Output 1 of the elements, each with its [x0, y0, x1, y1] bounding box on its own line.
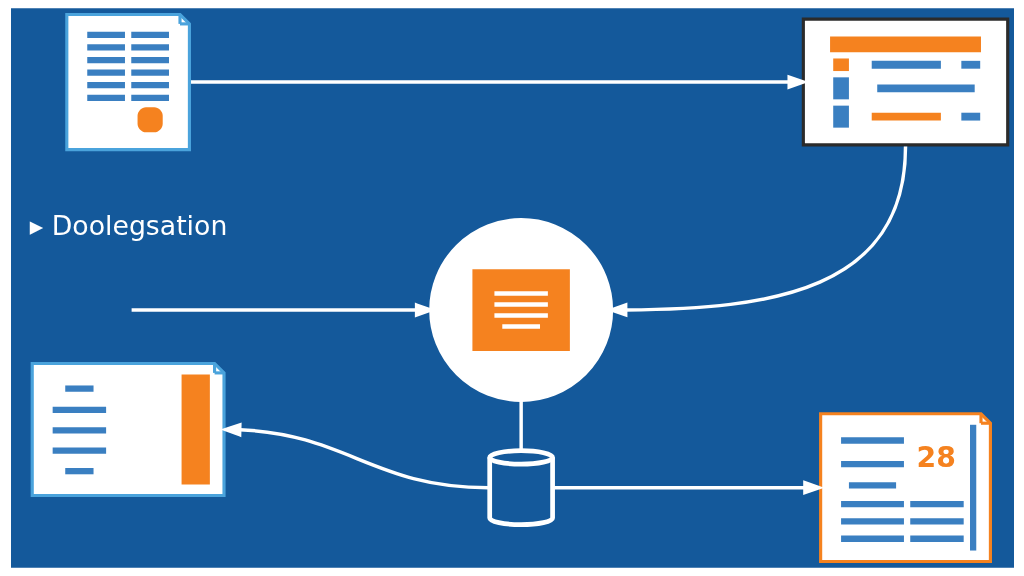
- label: ▸ Doolegsation: [29, 209, 227, 241]
